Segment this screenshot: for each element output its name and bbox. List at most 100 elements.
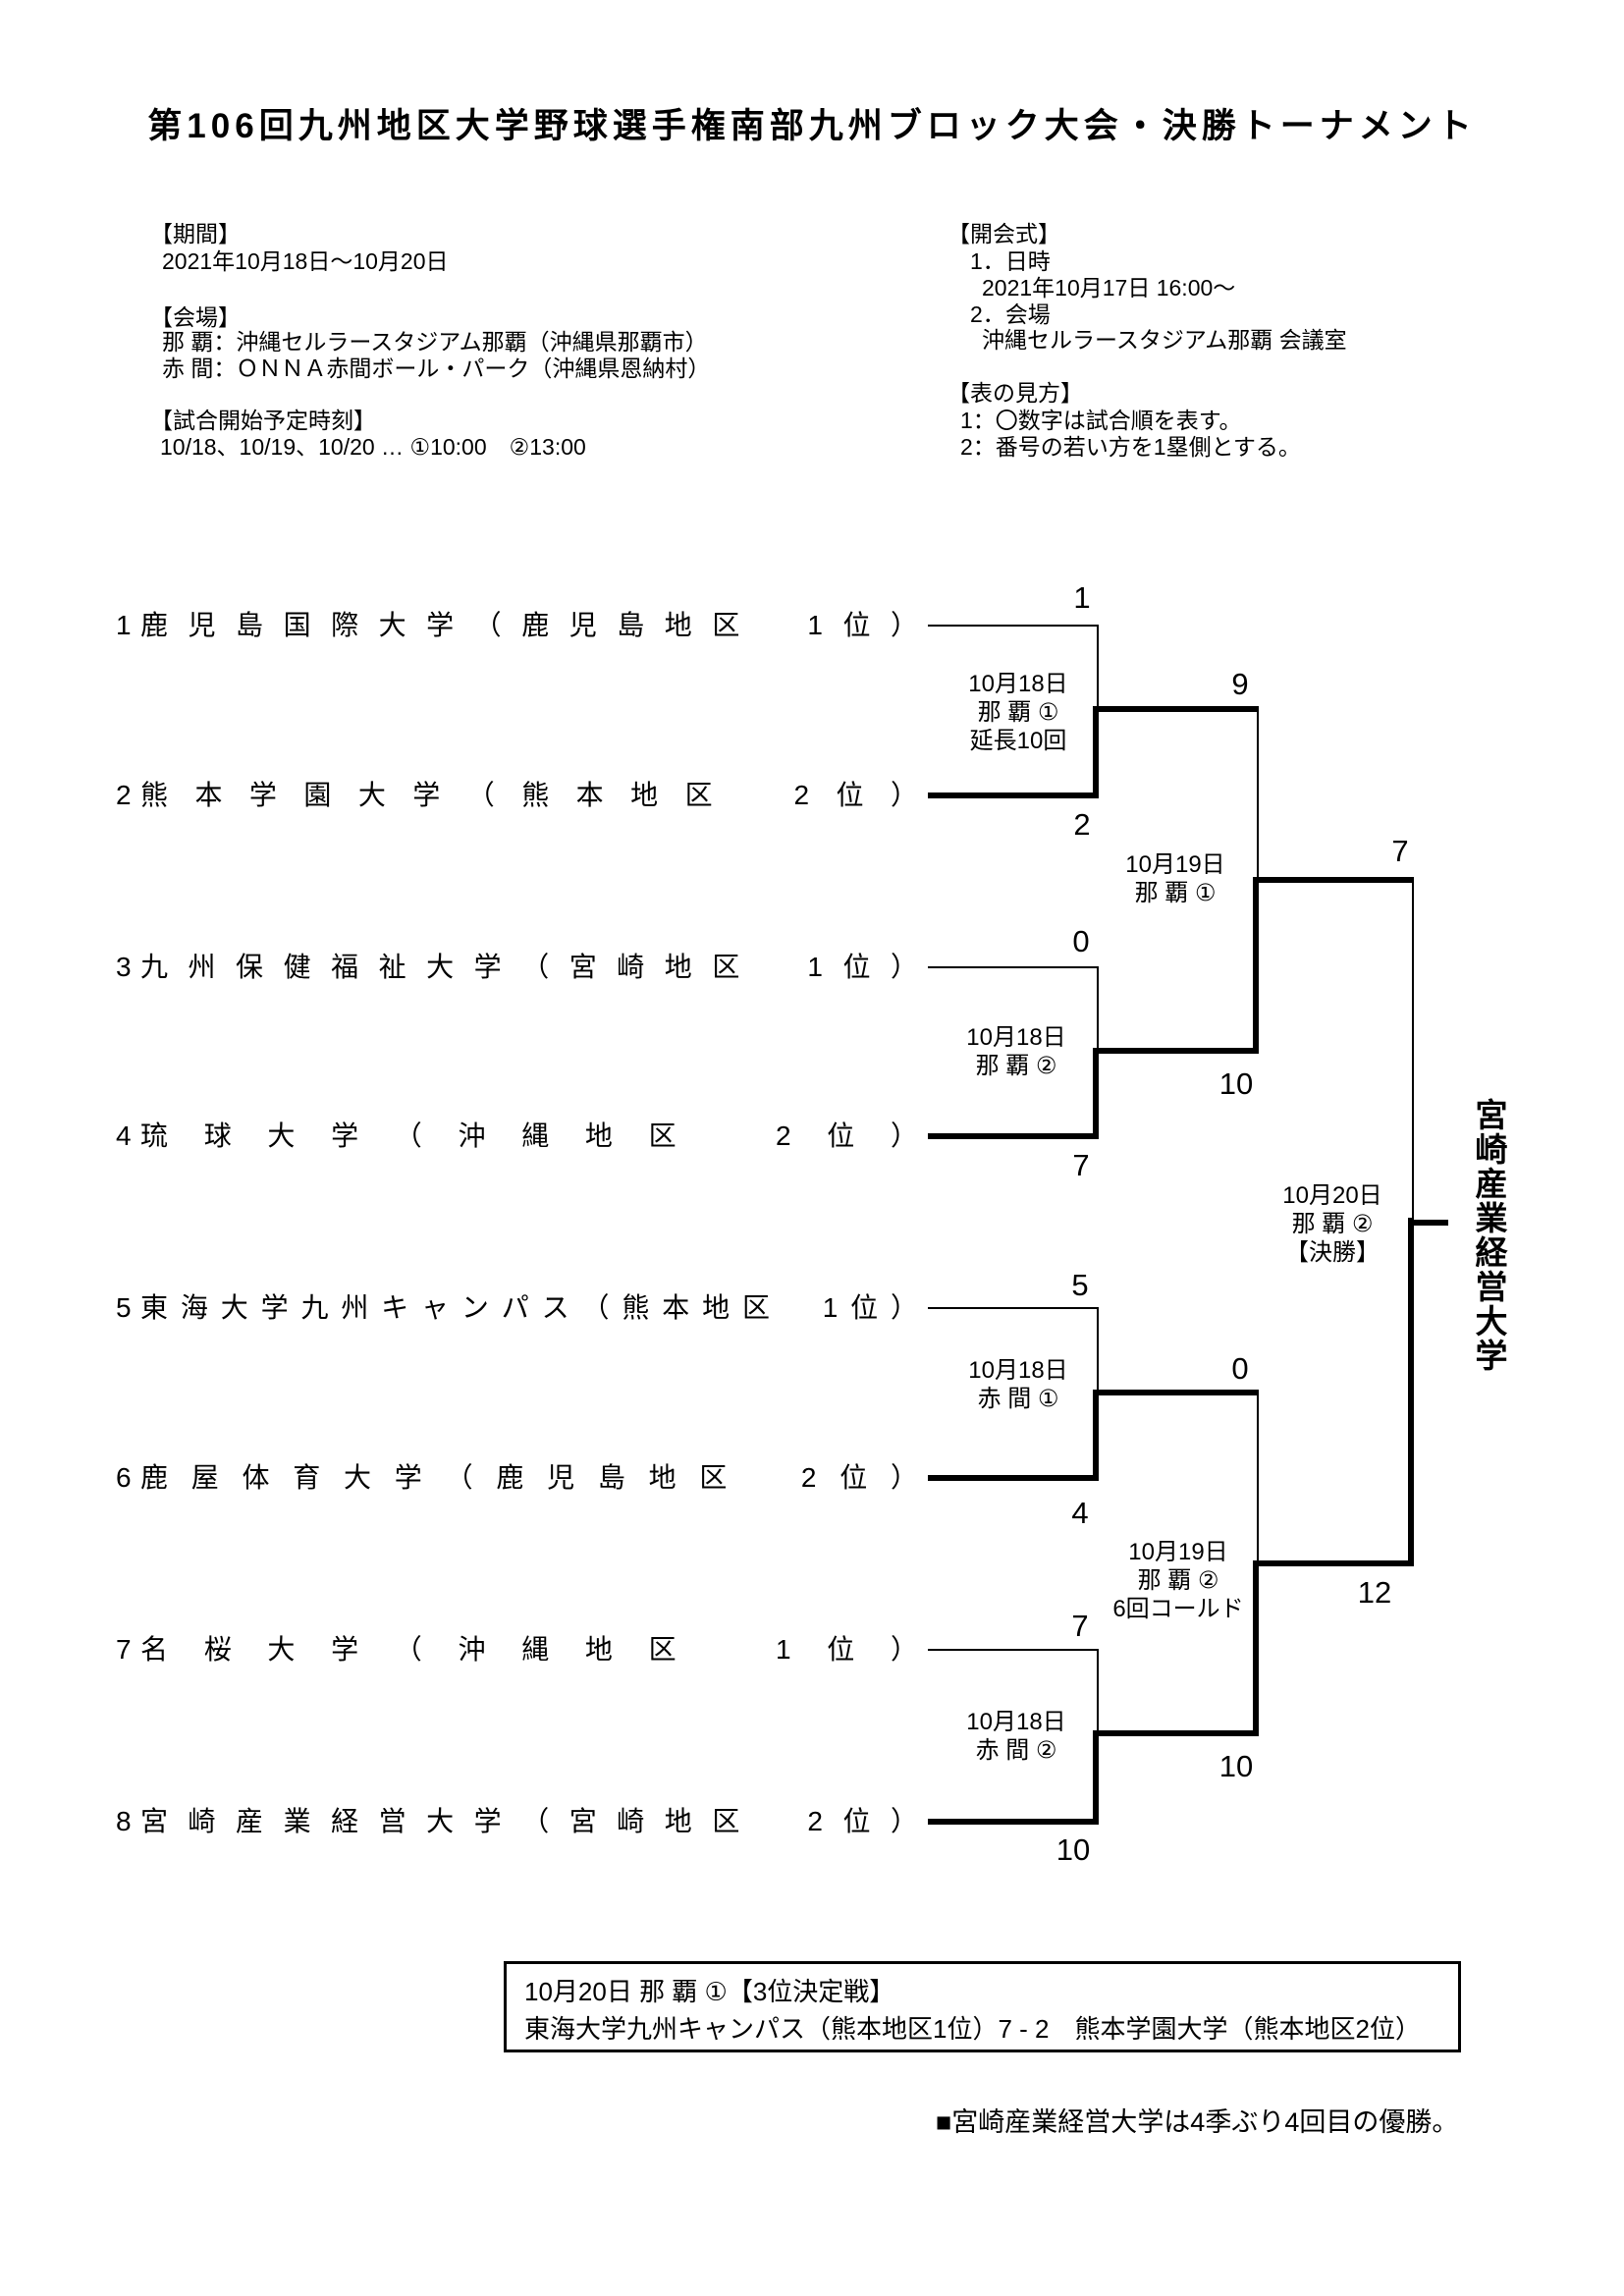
bracket-vertical-game3-thin bbox=[1097, 1307, 1099, 1393]
bracket-line-game1-winner-out bbox=[1097, 706, 1259, 712]
match-info-game3: 10月18日 赤 間 ① bbox=[900, 1356, 1136, 1413]
score-game4-top: 7 bbox=[1071, 1609, 1089, 1643]
start-times-value: 10/18、10/19、10/20 … ①10:00 ②13:00 bbox=[160, 434, 586, 460]
score-game1-bottom: 2 bbox=[1073, 807, 1091, 842]
third-place-box: 10月20日 那 覇 ①【3位決定戦】 東海大学九州キャンパス（熊本地区1位）7… bbox=[504, 1961, 1461, 2052]
score-semifinal1-bottom: 10 bbox=[1218, 1066, 1254, 1101]
match-date: 10月19日 bbox=[1125, 851, 1225, 878]
team-name: 九州保健福祉大学（宮崎地区 1位） bbox=[140, 952, 918, 982]
bracket-line-game4-winner-out bbox=[1097, 1730, 1259, 1736]
score-game3-top: 5 bbox=[1071, 1268, 1089, 1302]
team-seed: 4 bbox=[116, 1121, 132, 1151]
legend-heading: 【表の見方】 bbox=[947, 380, 1083, 406]
match-venue: 那 覇 ② bbox=[975, 1053, 1057, 1079]
match-info-final: 10月20日 那 覇 ② 【決勝】 bbox=[1215, 1181, 1450, 1267]
team-name: 宮崎産業経営大学（宮崎地区 2位） bbox=[140, 1806, 918, 1836]
team-row: 3 九州保健福祉大学（宮崎地区 1位） bbox=[116, 951, 918, 984]
bracket-vertical-game4-thick bbox=[1093, 1730, 1099, 1825]
bracket-vertical-semifinal2-thick bbox=[1253, 1560, 1259, 1736]
opening-item2-label: 2．会場 bbox=[970, 301, 1051, 327]
score-final-top: 7 bbox=[1391, 834, 1409, 868]
opening-item2-value: 沖縄セルラースタジアム那覇 会議室 bbox=[982, 327, 1347, 353]
team-seed: 1 bbox=[116, 610, 132, 640]
venues-heading: 【会場】 bbox=[150, 304, 241, 330]
team-row: 4 琉球大学（沖縄地区 2位） bbox=[116, 1120, 918, 1153]
opening-heading: 【開会式】 bbox=[947, 221, 1060, 246]
score-semifinal2-top: 0 bbox=[1231, 1351, 1249, 1386]
legend-rule1: 1：〇数字は試合順を表す。 bbox=[960, 408, 1242, 433]
team-seed: 2 bbox=[116, 780, 132, 810]
venue-naha: 那 覇：沖縄セルラースタジアム那覇（沖縄県那覇市） bbox=[162, 329, 708, 355]
team-seed: 5 bbox=[116, 1292, 132, 1323]
match-note: 【決勝】 bbox=[1285, 1239, 1380, 1266]
start-times-heading: 【試合開始予定時刻】 bbox=[150, 408, 376, 433]
team-row: 2 熊本学園大学（熊本地区 2位） bbox=[116, 779, 918, 812]
bracket-line-team5 bbox=[928, 1307, 1099, 1309]
match-info-game2: 10月18日 那 覇 ② bbox=[898, 1023, 1134, 1080]
match-date: 10月18日 bbox=[966, 1024, 1066, 1051]
match-info-game4: 10月18日 赤 間 ② bbox=[898, 1708, 1134, 1765]
bracket-vertical-game1-thin bbox=[1097, 625, 1099, 709]
bracket-vertical-semifinal2-thin bbox=[1257, 1390, 1259, 1563]
match-date: 10月18日 bbox=[966, 1709, 1066, 1735]
bracket-line-team3 bbox=[928, 966, 1099, 968]
match-date: 10月18日 bbox=[968, 671, 1068, 697]
bracket-vertical-game4-thin bbox=[1097, 1649, 1099, 1733]
venue-akama: 赤 間：ＯＮＮＡ赤間ボール・パーク（沖縄県恩納村） bbox=[162, 355, 711, 381]
match-note: 6回コールド bbox=[1112, 1596, 1244, 1622]
match-date: 10月19日 bbox=[1128, 1539, 1228, 1565]
score-game2-bottom: 7 bbox=[1072, 1148, 1090, 1182]
score-game4-bottom: 10 bbox=[1056, 1832, 1091, 1867]
match-venue: 那 覇 ② bbox=[1291, 1211, 1374, 1237]
match-venue: 赤 間 ② bbox=[975, 1737, 1057, 1764]
score-game1-top: 1 bbox=[1073, 580, 1091, 615]
champion-footnote: ■宮崎産業経営大学は4季ぶり4回目の優勝。 bbox=[936, 2107, 1459, 2137]
match-venue: 那 覇 ① bbox=[977, 699, 1059, 726]
opening-item1-value: 2021年10月17日 16:00～ bbox=[982, 275, 1236, 301]
team-row: 7 名桜大学（沖縄地区 1位） bbox=[116, 1633, 918, 1667]
match-venue: 赤 間 ① bbox=[977, 1386, 1059, 1412]
period-value: 2021年10月18日～10月20日 bbox=[162, 248, 449, 274]
bracket-vertical-semifinal1-thick bbox=[1253, 877, 1259, 1054]
match-date: 10月20日 bbox=[1282, 1182, 1382, 1209]
score-semifinal1-top: 9 bbox=[1231, 667, 1249, 701]
bracket-line-team4-winner bbox=[928, 1133, 1099, 1139]
team-seed: 6 bbox=[116, 1462, 132, 1493]
bracket-vertical-game3-thick bbox=[1093, 1390, 1099, 1481]
team-seed: 8 bbox=[116, 1806, 132, 1836]
match-info-game1: 10月18日 那 覇 ① 延長10回 bbox=[900, 670, 1136, 755]
bracket-vertical-game1-thick bbox=[1093, 706, 1099, 798]
match-venue: 那 覇 ② bbox=[1137, 1567, 1219, 1594]
bracket-vertical-game2-thick bbox=[1093, 1048, 1099, 1139]
bracket-vertical-final-thin bbox=[1412, 877, 1414, 1221]
team-seed: 3 bbox=[116, 952, 132, 982]
match-info-semifinal2: 10月19日 那 覇 ② 6回コールド bbox=[1060, 1538, 1296, 1623]
score-final-bottom: 12 bbox=[1357, 1575, 1392, 1610]
team-row: 5 東海大学九州キャンパス（熊本地区 1位） bbox=[116, 1291, 918, 1325]
team-row: 1 鹿児島国際大学（鹿児島地区 1位） bbox=[116, 609, 918, 642]
bracket-vertical-game2-thin bbox=[1097, 966, 1099, 1051]
champion-name: 宮崎産業経営大学 bbox=[1471, 1098, 1507, 1373]
bracket-vertical-semifinal1-thin bbox=[1257, 706, 1259, 880]
match-venue: 那 覇 ① bbox=[1134, 880, 1217, 906]
third-place-heading: 10月20日 那 覇 ①【3位決定戦】 bbox=[524, 1977, 895, 2006]
team-seed: 7 bbox=[116, 1634, 132, 1665]
period-heading: 【期間】 bbox=[150, 221, 241, 246]
legend-rule2: 2：番号の若い方を1塁側とする。 bbox=[960, 434, 1301, 460]
bracket-line-team1 bbox=[928, 625, 1099, 627]
team-name: 名桜大学（沖縄地区 1位） bbox=[140, 1634, 918, 1665]
page-title: 第106回九州地区大学野球選手権南部九州ブロック大会・決勝トーナメント bbox=[147, 107, 1477, 145]
match-note: 延長10回 bbox=[969, 728, 1067, 754]
third-place-result: 東海大学九州キャンパス（熊本地区1位）7 - 2 熊本学園大学（熊本地区2位） bbox=[524, 2014, 1421, 2044]
team-name: 鹿屋体育大学（鹿児島地区 2位） bbox=[140, 1462, 918, 1493]
bracket-vertical-final-thick bbox=[1408, 1218, 1414, 1566]
team-row: 6 鹿屋体育大学（鹿児島地区 2位） bbox=[116, 1461, 918, 1495]
bracket-line-game2-winner-out bbox=[1097, 1048, 1259, 1054]
match-info-semifinal1: 10月19日 那 覇 ① bbox=[1057, 850, 1293, 907]
bracket-line-team2-winner bbox=[928, 793, 1099, 798]
score-semifinal2-bottom: 10 bbox=[1218, 1749, 1254, 1783]
bracket-line-team6-winner bbox=[928, 1475, 1099, 1481]
team-name: 東海大学九州キャンパス（熊本地区 1位） bbox=[140, 1292, 918, 1323]
match-date: 10月18日 bbox=[968, 1357, 1068, 1384]
score-game3-bottom: 4 bbox=[1071, 1496, 1089, 1530]
